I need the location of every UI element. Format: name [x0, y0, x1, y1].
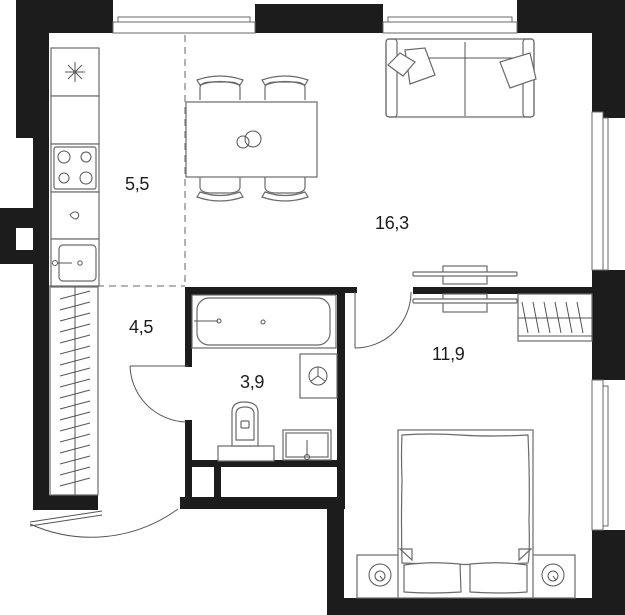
hallway-area-label: 4,5: [129, 317, 154, 337]
bedroom-wardrobe: [517, 293, 593, 342]
kitchen-area-label: 5,5: [125, 174, 150, 194]
bathroom-area-label: 3,9: [240, 372, 265, 392]
washing-machine: [299, 353, 338, 399]
toilet: [217, 401, 275, 462]
fridge-icon: [65, 62, 85, 82]
dining-table: [185, 75, 318, 202]
kitchen-counter: [50, 47, 100, 287]
washbasin: [282, 429, 332, 461]
sink-faucet-icon: [52, 260, 83, 266]
bathtub: [191, 294, 337, 349]
entrance-door: [29, 508, 179, 538]
windows: [112, 16, 609, 531]
sofa: [385, 38, 537, 118]
living-room-area-label: 16,3: [375, 213, 409, 233]
bathroom-door: [129, 365, 188, 423]
bedroom-door: [354, 291, 412, 349]
dishwasher-drop-icon: [69, 211, 80, 220]
double-bed: [356, 429, 576, 599]
hallway-wardrobe: [49, 286, 99, 496]
bedroom-area-label: 11,9: [432, 344, 465, 364]
stove-burners-icon: [57, 150, 93, 185]
tv-stand: [412, 265, 518, 313]
